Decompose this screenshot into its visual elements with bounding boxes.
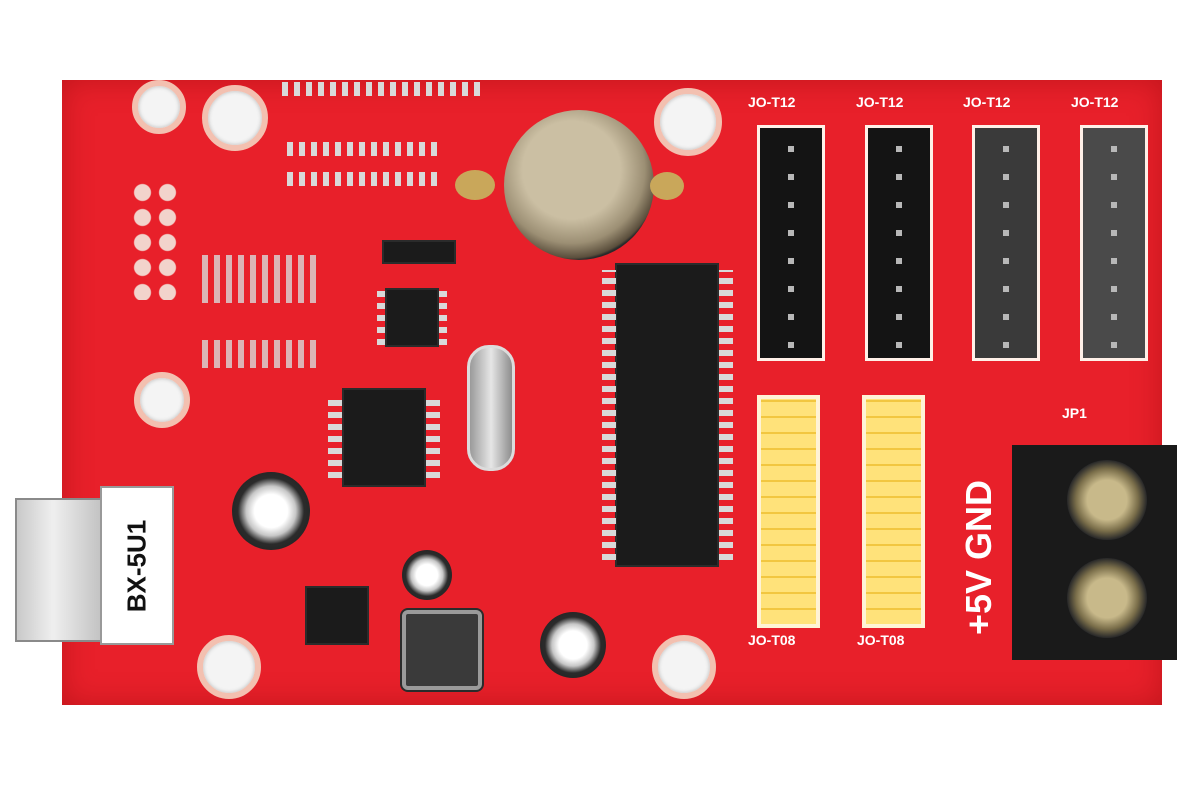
soic-chip [384, 242, 454, 262]
soic-chip-pins [439, 290, 447, 345]
qfp-chip-pins [426, 398, 440, 478]
main-processor-chip [617, 265, 717, 565]
header-label-4: JO-T12 [1071, 94, 1119, 110]
yellow-header-2 [862, 395, 925, 628]
top-pad-row [287, 172, 437, 186]
screw [1067, 460, 1147, 540]
bottom-header-label-1: JO-T08 [748, 632, 796, 648]
pad-grid [130, 180, 180, 300]
terminal-label: JP1 [1062, 405, 1087, 421]
header-connector-1 [757, 125, 825, 361]
battery-clip [455, 170, 495, 200]
header-label-2: JO-T12 [856, 94, 904, 110]
bottom-header-label-2: JO-T08 [857, 632, 905, 648]
usb-port [15, 498, 109, 642]
pcb-board: JO-T12 JO-T12 JO-T12 JO-T12 JO-T08 JO-T0… [62, 80, 1177, 705]
mounting-hole [652, 635, 716, 699]
top-pad-row [287, 142, 437, 156]
header-connector-3 [972, 125, 1040, 361]
mounting-hole [202, 85, 268, 151]
resistor-array [202, 340, 322, 368]
header-connector-2 [865, 125, 933, 361]
header-connector-4 [1080, 125, 1148, 361]
top-pad-row [282, 82, 482, 96]
regulator-chip [307, 588, 367, 643]
header-label-3: JO-T12 [963, 94, 1011, 110]
main-chip-pins [719, 270, 733, 560]
main-chip-pins [602, 270, 616, 560]
electrolytic-capacitor [232, 472, 310, 550]
push-button [402, 610, 482, 690]
qfp-chip [344, 390, 424, 485]
resistor-array [202, 255, 322, 303]
screw [1067, 558, 1147, 638]
mounting-hole [654, 88, 722, 156]
power-label: +5V GND [958, 479, 999, 635]
usb-label-text: BX-5U1 [121, 519, 152, 612]
mounting-hole [134, 372, 190, 428]
mounting-hole [197, 635, 261, 699]
soic-chip-pins [377, 290, 385, 345]
qfp-chip-pins [328, 398, 342, 478]
mounting-hole [132, 80, 186, 134]
electrolytic-capacitor [402, 550, 452, 600]
battery-clip [650, 172, 684, 200]
usb-label: BX-5U1 [100, 486, 174, 645]
soic-chip [387, 290, 437, 345]
electrolytic-capacitor [540, 612, 606, 678]
coin-cell-battery [504, 110, 654, 260]
crystal-oscillator [467, 345, 515, 471]
yellow-header-1 [757, 395, 820, 628]
header-label-1: JO-T12 [748, 94, 796, 110]
